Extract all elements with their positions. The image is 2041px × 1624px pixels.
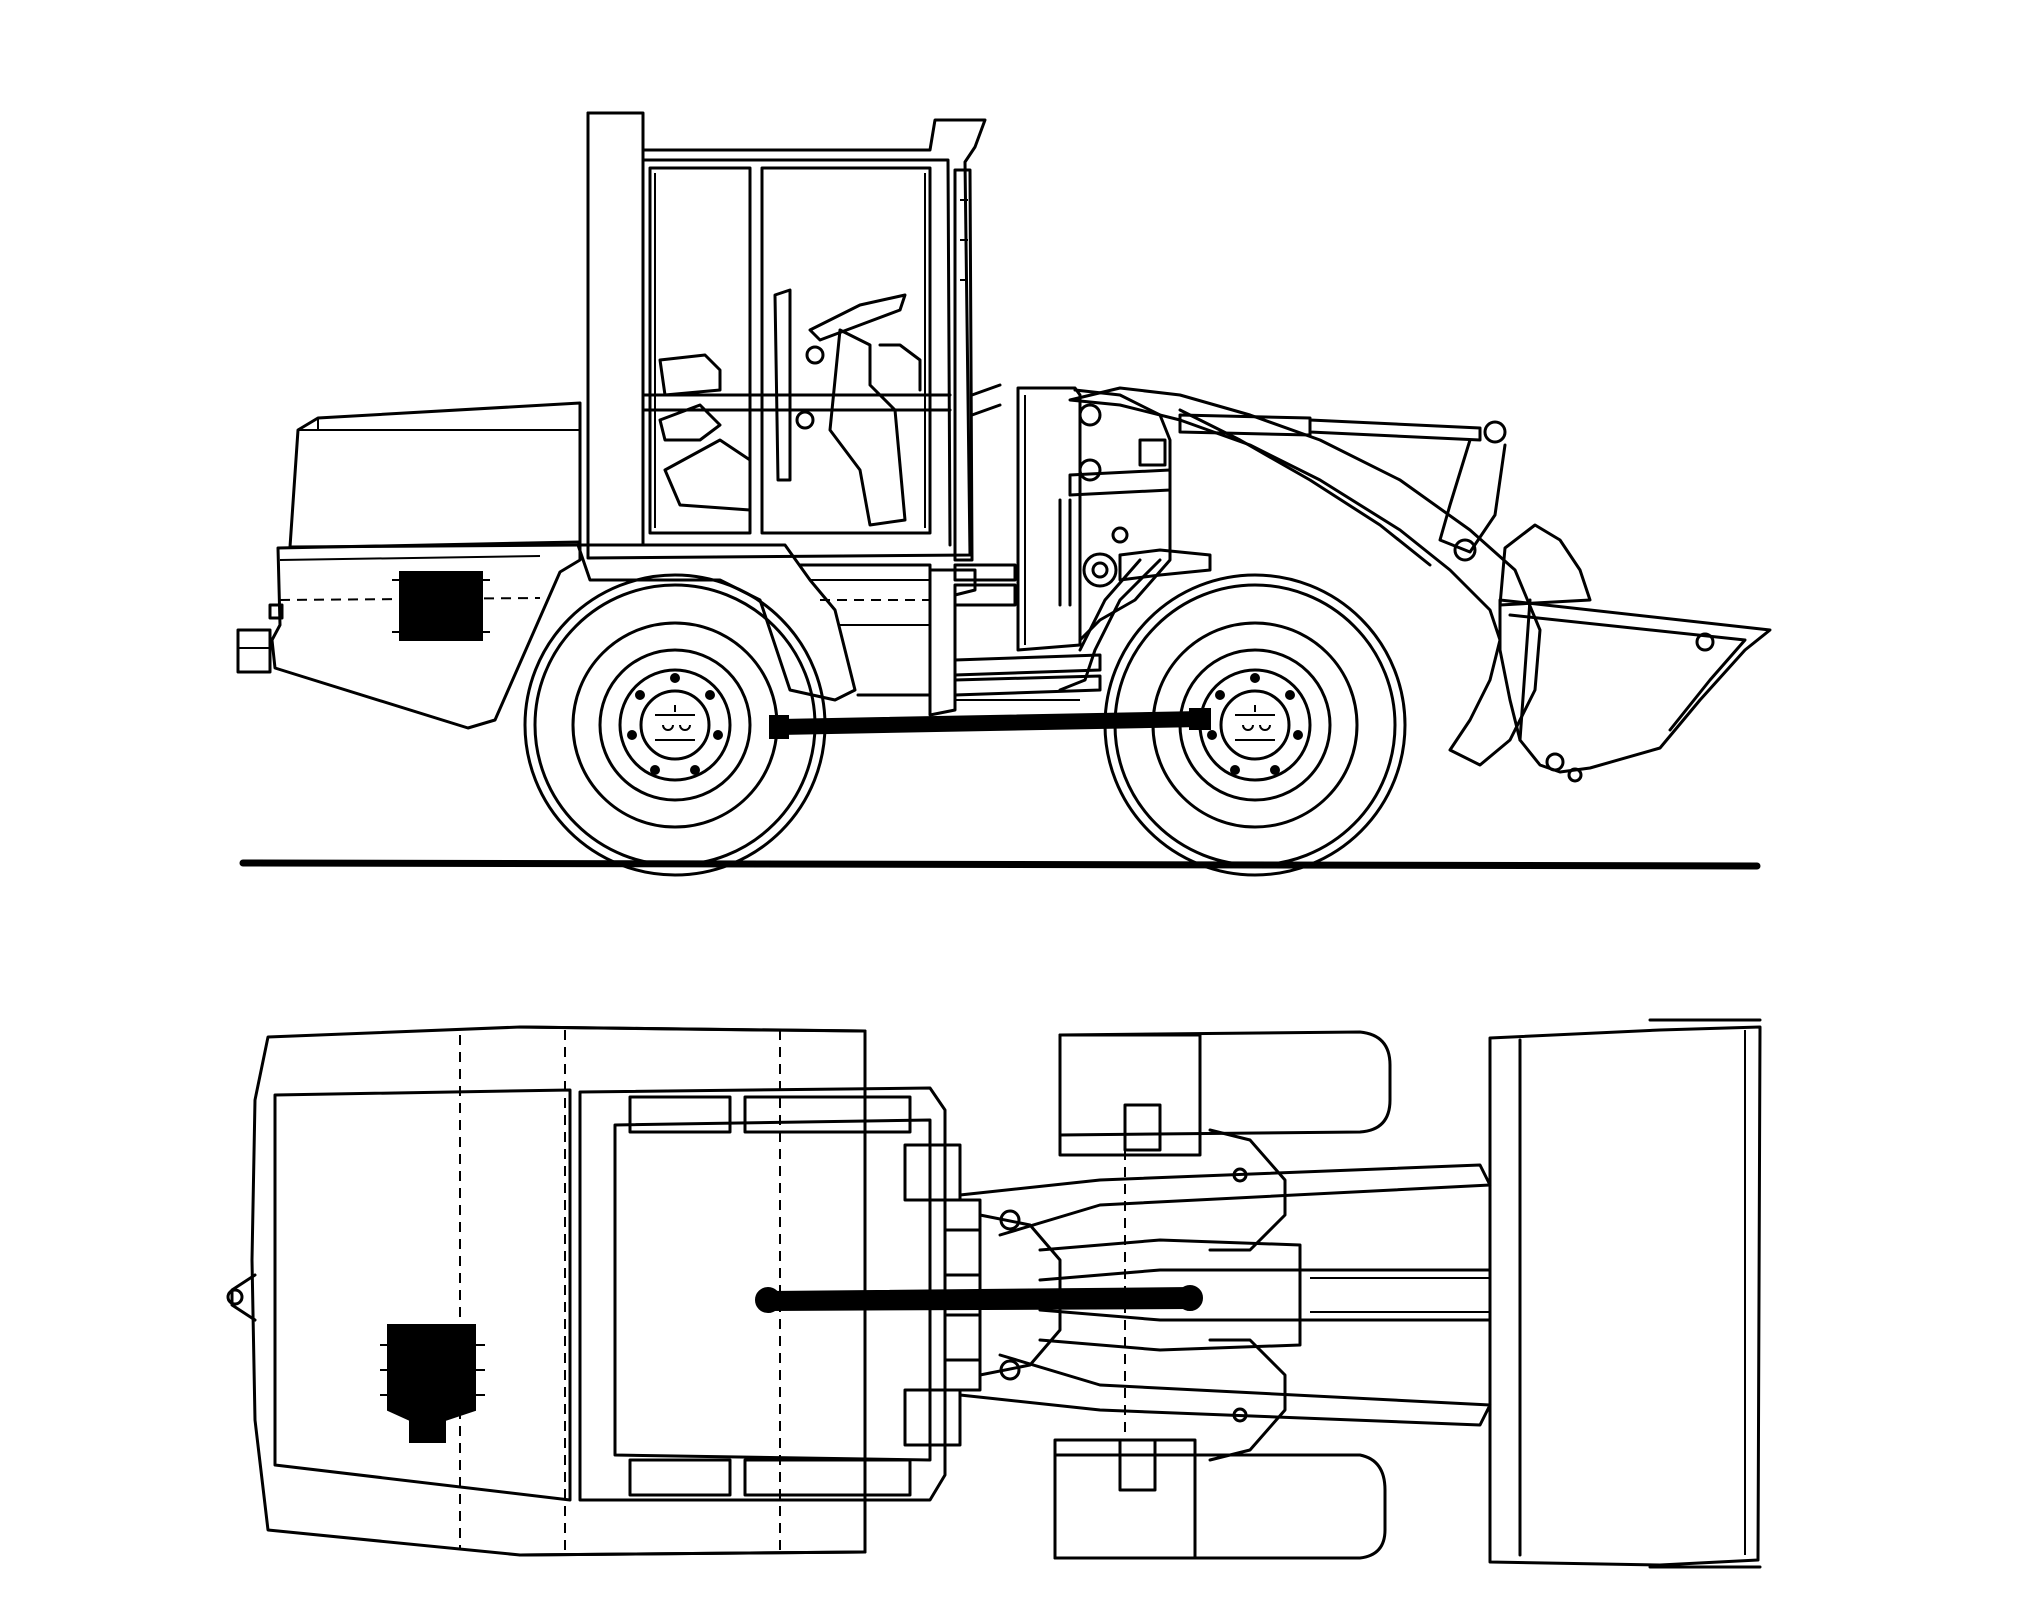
top-bucket [1488, 1018, 1762, 1569]
top-front-tire-left [1058, 1033, 1202, 1157]
center-frame [576, 543, 1102, 717]
top-cab-roof [578, 1086, 947, 1502]
front-frame [1016, 386, 1212, 692]
loader-bucket [1498, 523, 1772, 783]
top-front-tire-right [1053, 1438, 1197, 1560]
top-engine-block [387, 1324, 476, 1443]
side-drive-shaft [769, 708, 1211, 739]
side-view [236, 111, 1772, 877]
cab-window-rear [648, 166, 752, 535]
top-view [226, 1018, 1762, 1569]
articulation-joint [903, 1143, 1062, 1447]
ground-line [239, 859, 1761, 870]
cab-window-door [760, 166, 932, 535]
operator-cab [586, 111, 1002, 562]
side-engine-block [399, 571, 483, 641]
engine-hood [288, 401, 582, 549]
lift-cylinder [1178, 413, 1507, 562]
top-drive-shaft [755, 1285, 1203, 1313]
top-rear-body [226, 1025, 867, 1557]
rear-frame [236, 540, 582, 730]
top-front-tires [1053, 1030, 1392, 1560]
